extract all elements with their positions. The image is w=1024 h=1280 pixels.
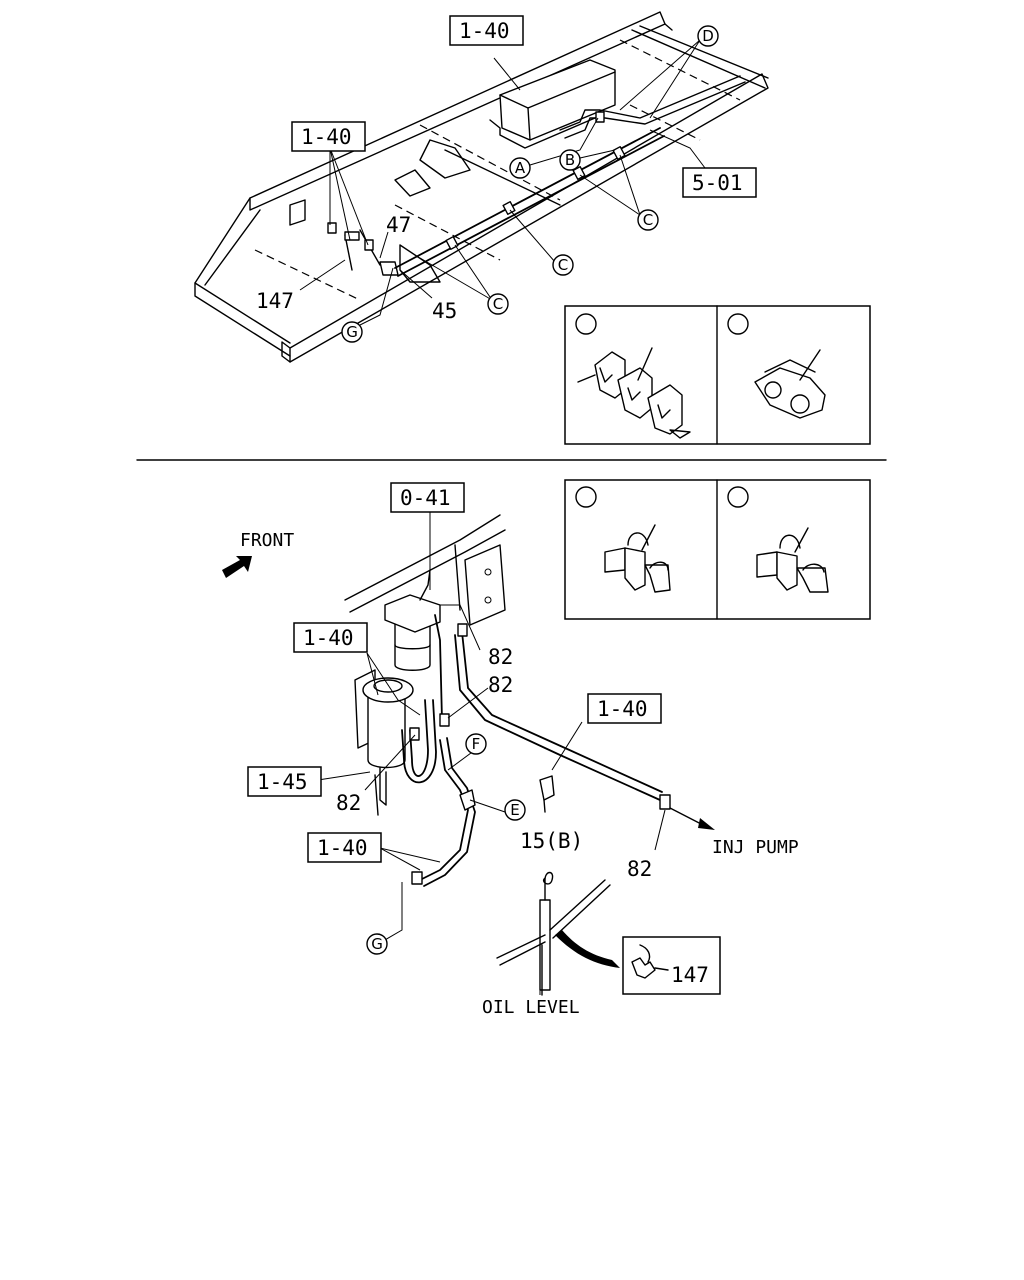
part-number-82-b: 82 — [488, 673, 513, 697]
detail-F-clip-drawing — [756, 527, 829, 593]
ref-box-1-40-a — [293, 622, 368, 653]
inj-pump-label: INJ PUMP — [712, 837, 799, 858]
ref-box-1-40-b — [587, 693, 662, 724]
callout-circle-C3 — [487, 293, 509, 315]
callout-B: B — [565, 151, 575, 169]
detail-C-circle — [575, 313, 597, 335]
ref-box-1-45 — [247, 766, 322, 797]
ref-label-1-40-a: 1-40 — [303, 626, 354, 650]
callout-circle-A — [509, 157, 531, 179]
part-number-82-a: 82 — [488, 645, 513, 669]
ref-label-1-40-c: 1-40 — [317, 836, 368, 860]
part-number-147-top: 147 — [256, 289, 294, 313]
detail-C-clip-drawing — [577, 347, 691, 439]
part-number-15b: 15(B) — [520, 829, 583, 853]
ref-box-0-41 — [390, 482, 465, 513]
chassis-frame-drawing — [194, 11, 769, 363]
ref-label-1-45: 1-45 — [257, 770, 308, 794]
detail-D-circle — [727, 313, 749, 335]
front-arrow-icon — [222, 556, 252, 578]
callout-circle-G-top — [341, 321, 363, 343]
callout-circle-C2 — [552, 254, 574, 276]
part-number-147-bottom: 147 — [671, 963, 709, 987]
oil-level-label: OIL LEVEL — [482, 997, 580, 1018]
ref-label-1-40-b: 1-40 — [597, 697, 648, 721]
ref-box-1-40-left — [291, 121, 366, 152]
callout-C3: C — [493, 295, 503, 313]
ref-box-1-40-c — [307, 832, 382, 863]
callout-circle-C1 — [637, 209, 659, 231]
ref-label-5-01: 5-01 — [692, 171, 743, 195]
detail-D-clip-drawing — [754, 349, 826, 419]
detail-box-147 — [622, 936, 721, 995]
callout-G-top: G — [346, 323, 358, 341]
ref-label-0-41: 0-41 — [400, 486, 451, 510]
part-number-45: 45 — [432, 299, 457, 323]
part-number-47: 47 — [386, 213, 411, 237]
part-number-82-d: 82 — [627, 857, 652, 881]
ref-box-5-01 — [682, 167, 757, 198]
clip-147-drawing — [631, 944, 669, 979]
detail-E-circle — [575, 486, 597, 508]
ref-label-1-40-top: 1-40 — [459, 19, 510, 43]
callout-circle-D — [697, 25, 719, 47]
detail-F-circle — [727, 486, 749, 508]
callout-circle-B — [559, 149, 581, 171]
detail-E-clip-drawing — [604, 524, 671, 593]
callout-E: E — [510, 801, 519, 819]
callout-circle-G-bottom — [366, 933, 388, 955]
front-label: FRONT — [240, 530, 294, 551]
ref-box-1-40-top — [449, 15, 524, 46]
callout-G-bottom: G — [371, 935, 383, 953]
part-number-82-c: 82 — [336, 791, 361, 815]
callout-F: F — [472, 735, 481, 753]
callout-D: D — [702, 27, 714, 45]
callout-circle-F — [465, 733, 487, 755]
callout-A: A — [515, 159, 526, 177]
callout-C1: C — [643, 211, 653, 229]
callout-circle-E — [504, 799, 526, 821]
ref-label-1-40-left: 1-40 — [301, 125, 352, 149]
callout-C2: C — [558, 256, 568, 274]
engine-assembly-drawing — [317, 510, 715, 996]
